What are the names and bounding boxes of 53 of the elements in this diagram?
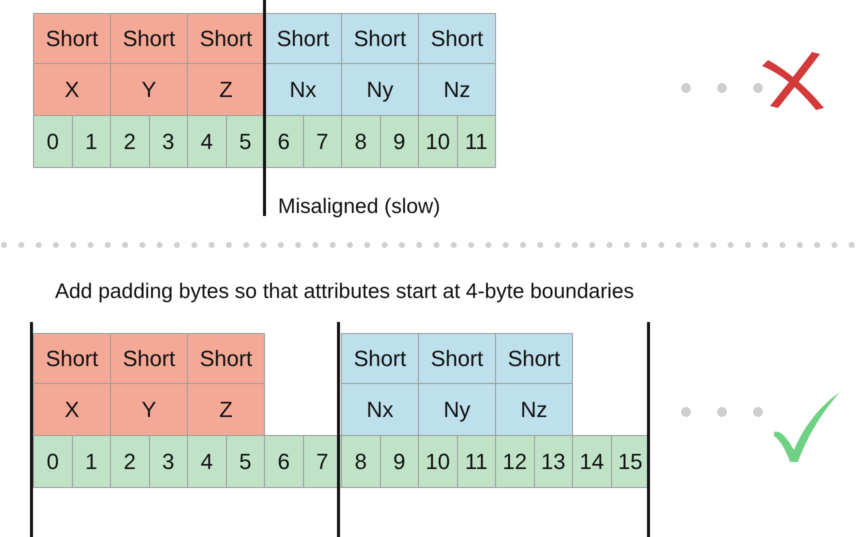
byte-cell: 6 xyxy=(264,115,304,168)
position-cell: Short xyxy=(33,333,111,384)
normal-cell: Short xyxy=(341,333,419,384)
byte-cell: 4 xyxy=(187,115,226,168)
byte-cell: 14 xyxy=(572,435,612,488)
position-cell: X xyxy=(33,383,111,436)
normal-cell: Ny xyxy=(418,383,496,436)
position-cell: Short xyxy=(187,333,265,384)
byte-cell: 8 xyxy=(341,435,380,488)
normal-cell: Nx xyxy=(341,383,419,436)
byte-cell: 9 xyxy=(380,435,419,488)
byte-cell: 11 xyxy=(456,115,496,168)
byte-cell: 2 xyxy=(110,115,150,168)
byte-cell: 1 xyxy=(72,115,111,168)
byte-cell: 6 xyxy=(264,435,304,488)
instruction-text: Add padding bytes so that attributes start at 4-byte boundaries xyxy=(55,280,634,304)
byte-cell: 0 xyxy=(33,435,72,488)
normal-cell: Short xyxy=(264,13,342,64)
byte-cell: 10 xyxy=(418,115,458,168)
normal-cell: Nz xyxy=(495,383,573,436)
byte-cell: 2 xyxy=(110,435,150,488)
position-cell: Y xyxy=(110,63,188,116)
position-cell: Short xyxy=(33,13,111,64)
position-cell: Z xyxy=(187,383,265,436)
position-cell: Short xyxy=(110,333,188,384)
normal-cell: Short xyxy=(495,333,573,384)
byte-cell: 13 xyxy=(534,435,573,488)
normal-cell: Short xyxy=(418,13,496,64)
byte-cell: 12 xyxy=(495,435,534,488)
byte-cell: 4 xyxy=(187,435,226,488)
byte-cell: 8 xyxy=(341,115,380,168)
position-cell: Short xyxy=(187,13,265,64)
normal-cell: Short xyxy=(341,13,419,64)
byte-cell: 1 xyxy=(72,435,111,488)
byte-cell: 3 xyxy=(148,435,188,488)
byte-cell: 15 xyxy=(610,435,650,488)
normal-cell: Ny xyxy=(341,63,419,116)
byte-cell: 9 xyxy=(380,115,419,168)
normal-cell: Nz xyxy=(418,63,496,116)
byte-cell: 11 xyxy=(456,435,496,488)
position-cell: X xyxy=(33,63,111,116)
byte-cell: 10 xyxy=(418,435,458,488)
normal-cell: Short xyxy=(418,333,496,384)
byte-cell: 5 xyxy=(226,435,265,488)
byte-cell: 5 xyxy=(226,115,265,168)
byte-cell: 7 xyxy=(302,115,342,168)
position-cell: Short xyxy=(110,13,188,64)
position-cell: Y xyxy=(110,383,188,436)
byte-cell: 0 xyxy=(33,115,72,168)
position-cell: Z xyxy=(187,63,265,116)
normal-cell: Nx xyxy=(264,63,342,116)
byte-cell: 3 xyxy=(148,115,188,168)
caption-text: Misaligned (slow) xyxy=(278,195,440,219)
